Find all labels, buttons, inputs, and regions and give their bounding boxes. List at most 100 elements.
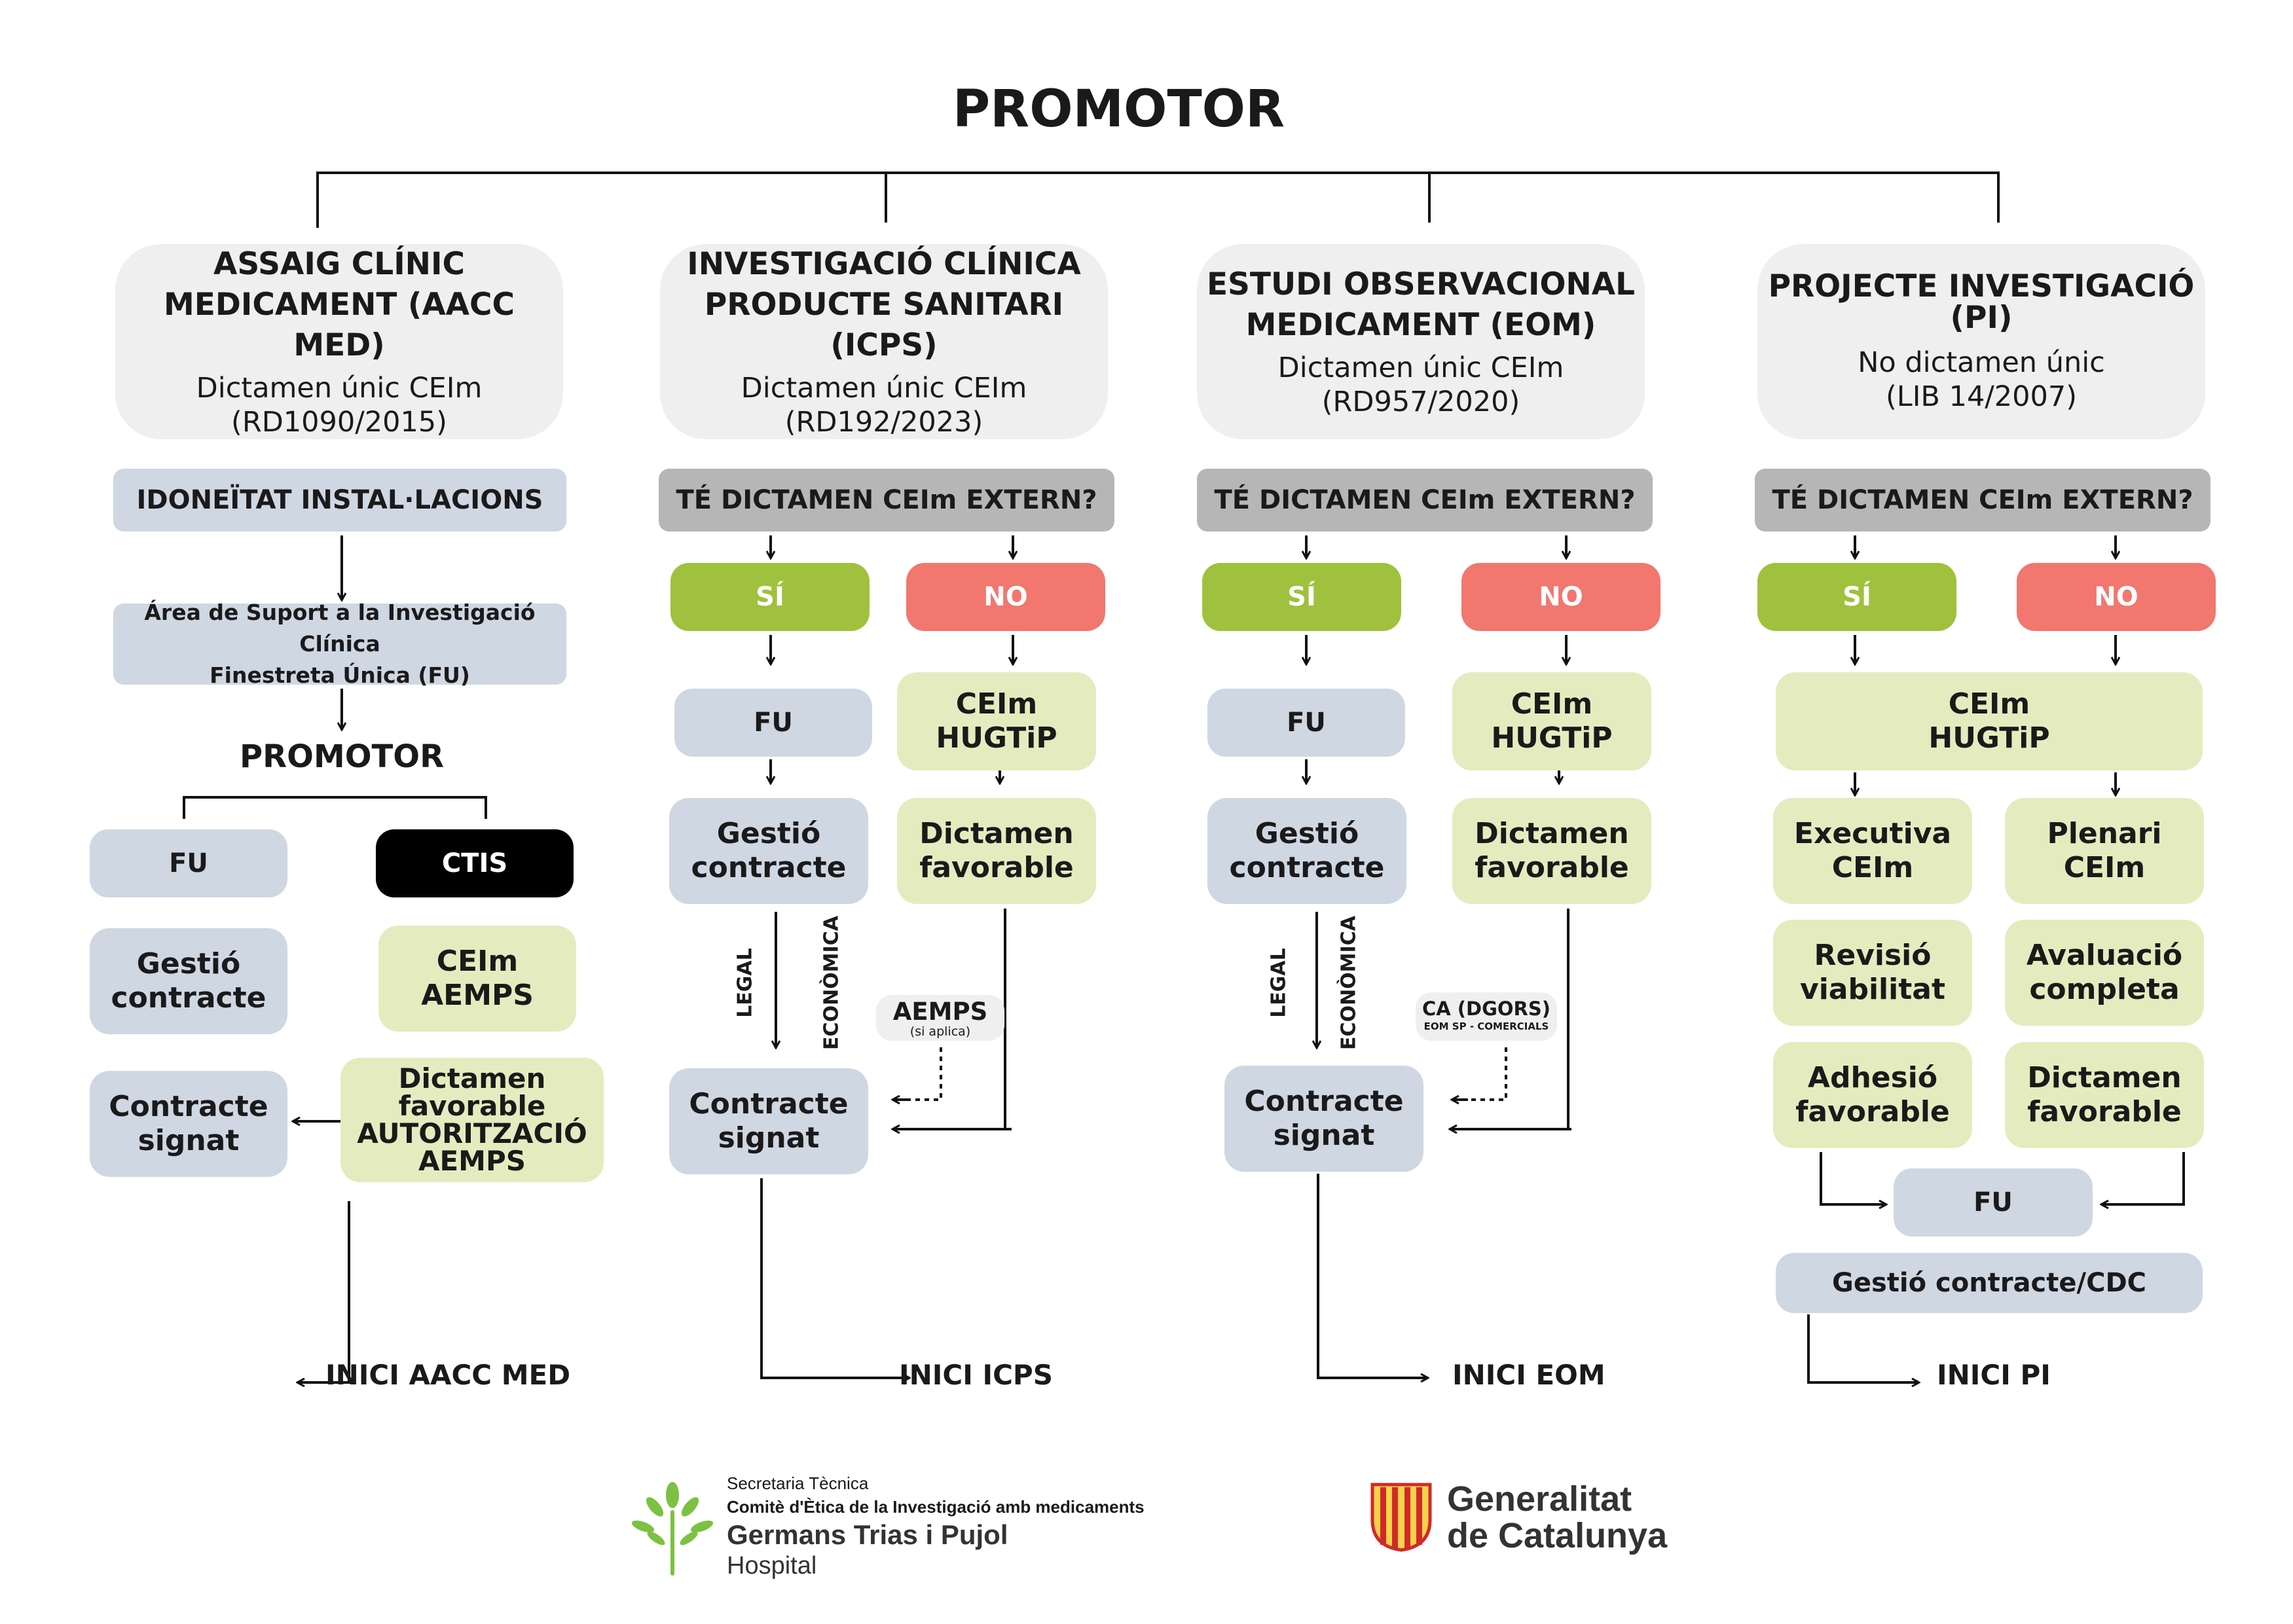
box-line: CEIm: [1511, 687, 1593, 721]
yes-label: SÍ: [756, 582, 784, 612]
box-line: completa: [2029, 973, 2180, 1006]
header-pi: PROJECTE INVESTIGACIÓ (PI) No dictamen ú…: [1757, 244, 2205, 439]
box-line: signat: [138, 1124, 240, 1157]
box-line: Contracte: [1244, 1085, 1404, 1118]
generalitat-text: Generalitat de Catalunya: [1447, 1481, 1667, 1554]
header-title: INVESTIGACIÓ CLÍNICA: [687, 246, 1081, 282]
ceim-hugtip-box: CEIm HUGTiP: [897, 672, 1096, 770]
adhesio-favorable-box: Adhesió favorable: [1773, 1042, 1972, 1148]
header-sub: (RD1090/2015): [231, 406, 447, 439]
idoneitat-box: IDONEÏTAT INSTAL·LACIONS: [113, 469, 566, 532]
revisio-viabilitat-box: Revisió viabilitat: [1773, 920, 1972, 1026]
question-box: TÉ DICTAMEN CEIm EXTERN?: [659, 469, 1114, 532]
no-box: NO: [1461, 563, 1660, 631]
box-line: CEIm: [955, 687, 1038, 721]
box-line: Plenari: [2047, 817, 2162, 850]
hospital-secretaria: Secretaria Tècnica: [727, 1473, 869, 1493]
gestio-cdc-label: Gestió contracte/CDC: [1832, 1268, 2146, 1298]
box-line: contracte: [111, 981, 266, 1015]
dictamen-favorable-box: Dictamen favorable: [897, 798, 1096, 904]
header-title: ASSAIG CLÍNIC MEDICAMENT (AACC MED): [163, 246, 515, 363]
header-sub: (LIB 14/2007): [1886, 380, 2077, 413]
box-line: CEIm: [1948, 687, 2030, 721]
header-title: (PI): [1950, 300, 2013, 336]
ctis-label: CTIS: [441, 848, 508, 878]
box-line: Dictamen: [2027, 1061, 2182, 1094]
box-line: favorable: [2027, 1095, 2182, 1128]
yes-box: SÍ: [1202, 563, 1401, 631]
fu-box: FU: [674, 689, 872, 757]
question-label: TÉ DICTAMEN CEIm EXTERN?: [1772, 485, 2193, 515]
header-sub: (RD192/2023): [784, 406, 983, 439]
header-icps: INVESTIGACIÓ CLÍNICA PRODUCTE SANITARI (…: [660, 244, 1108, 439]
plenari-ceim-box: Plenari CEIm: [2005, 798, 2204, 904]
avaluacio-completa-box: Avaluació completa: [2005, 920, 2204, 1026]
box-line: AEMPS: [418, 1145, 526, 1177]
box-line: contracte: [691, 851, 847, 884]
box-line: favorable: [1475, 851, 1629, 884]
fu-box: FU: [90, 829, 287, 897]
aemps-sub: (si aplica): [909, 1024, 971, 1039]
hospital-logo: [629, 1481, 720, 1579]
question-label: TÉ DICTAMEN CEIm EXTERN?: [1214, 485, 1636, 515]
box-line: Gestió: [1255, 817, 1359, 850]
header-title: ESTUDI OBSERVACIONAL: [1206, 266, 1636, 302]
inici-label: INICI EOM: [1452, 1359, 1605, 1391]
box-line: Executiva: [1793, 817, 1952, 850]
gestio-contracte-cdc-box: Gestió contracte/CDC: [1776, 1253, 2203, 1313]
senyera-icon: [1370, 1483, 1432, 1552]
area-suport-box: Área de Suport a la Investigació Clínica…: [113, 600, 566, 688]
yes-label: SÍ: [1287, 582, 1316, 612]
box-line: CEIm: [1831, 851, 1914, 884]
question-label: TÉ DICTAMEN CEIm EXTERN?: [676, 485, 1097, 515]
hospital-text: Secretaria Tècnica Comitè d'Ètica de la …: [727, 1471, 1145, 1580]
ca-label: CA (DGORS): [1422, 998, 1551, 1020]
no-label: NO: [983, 582, 1028, 612]
inici-label: INICI ICPS: [899, 1359, 1053, 1391]
box-line: HUGTiP: [936, 721, 1057, 755]
header-title: PRODUCTE SANITARI (ICPS): [704, 287, 1064, 363]
box-line: Adhesió: [1807, 1061, 1938, 1094]
aemps-badge: AEMPS (si aplica): [876, 995, 1004, 1041]
idoneitat-label: IDONEÏTAT INSTAL·LACIONS: [136, 485, 543, 515]
header-aacc-med: ASSAIG CLÍNIC MEDICAMENT (AACC MED) Dict…: [115, 244, 563, 439]
gestio-contracte-box: Gestió contracte: [1207, 798, 1406, 904]
fu-label: FU: [169, 848, 208, 878]
question-box: TÉ DICTAMEN CEIm EXTERN?: [1197, 469, 1653, 532]
box-line: AUTORITZACIÓ: [357, 1117, 587, 1149]
economica-label: ECONÒMICA: [1337, 916, 1361, 1050]
box-line: CEIm: [2063, 851, 2146, 884]
header-sub: No dictamen únic: [1858, 346, 2105, 379]
fu-box: FU: [1207, 689, 1405, 757]
generalitat-logo: [1368, 1481, 1434, 1553]
ceim-hugtip-box: CEIm HUGTiP: [1776, 672, 2203, 770]
ca-sub: EOM SP - COMERCIALS: [1423, 1020, 1549, 1032]
box-line: CEIm: [436, 945, 519, 978]
aemps-label: AEMPS: [892, 998, 988, 1026]
no-label: NO: [2094, 582, 2138, 612]
box-line: Dictamen: [398, 1062, 546, 1094]
ceim-hugtip-box: CEIm HUGTiP: [1452, 672, 1651, 770]
no-box: NO: [906, 563, 1105, 631]
fu-label: FU: [1973, 1187, 2013, 1218]
legal-label: LEGAL: [733, 948, 757, 1018]
diagram-title: PROMOTOR: [953, 80, 1285, 139]
box-line: Contracte: [109, 1090, 268, 1123]
box-line: viabilitat: [1800, 973, 1945, 1006]
fu-label: FU: [754, 708, 793, 738]
box-line: Gestió: [716, 817, 821, 850]
header-title: MEDICAMENT (EOM): [1245, 307, 1596, 343]
contracte-signat-box: Contracte signat: [669, 1068, 868, 1174]
box-line: signat: [718, 1121, 820, 1155]
no-label: NO: [1539, 582, 1583, 612]
executiva-ceim-box: Executiva CEIm: [1773, 798, 1972, 904]
yes-label: SÍ: [1843, 582, 1871, 612]
box-line: favorable: [398, 1090, 546, 1122]
inici-label: INICI AACC MED: [325, 1359, 571, 1391]
header-sub: Dictamen únic CEIm: [196, 372, 483, 405]
dictamen-favorable-box: Dictamen favorable: [1452, 798, 1651, 904]
contracte-signat-box: Contracte signat: [1224, 1066, 1423, 1172]
gestio-contracte-box: Gestió contracte: [669, 798, 868, 904]
fu-label: FU: [1287, 708, 1326, 738]
